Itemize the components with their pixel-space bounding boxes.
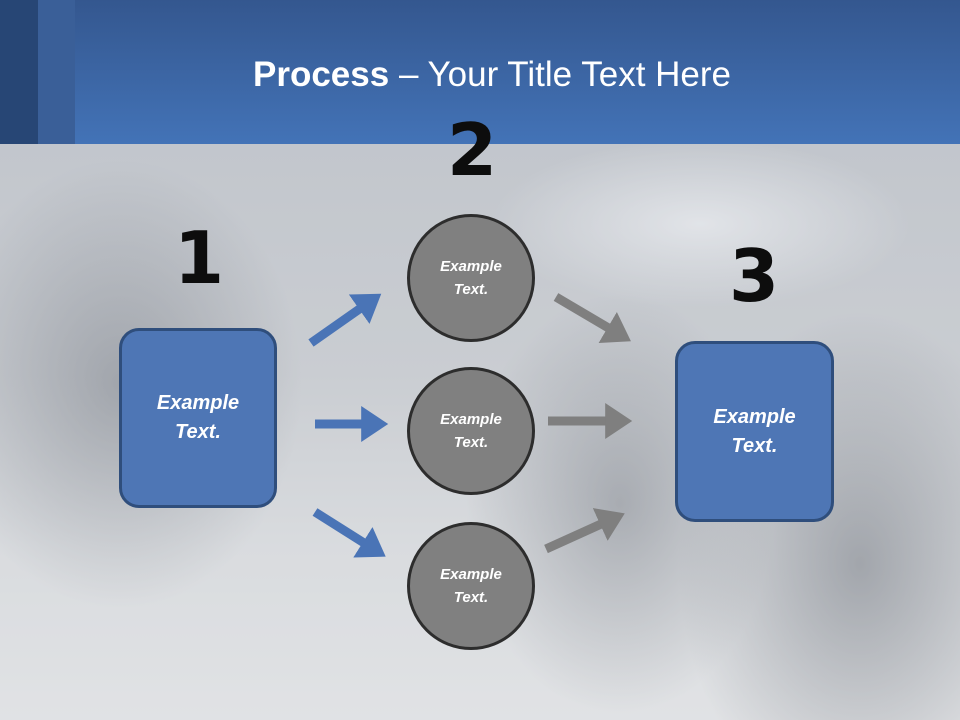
title-rest: – Your Title Text Here — [389, 55, 731, 94]
step-3-label: Example Text. — [713, 405, 796, 457]
slide-title: Process – Your Title Text Here — [0, 52, 960, 98]
step-2-circle-3-label: Example Text. — [440, 566, 502, 606]
banner-stripe-dark — [0, 0, 38, 144]
step-1-label: Example Text. — [156, 392, 240, 443]
title-bold: Process — [253, 55, 390, 94]
arrow-circle-3-to-3 — [544, 508, 625, 554]
arrow-1-to-circle-3 — [312, 508, 386, 558]
step-2-number: 2 — [446, 108, 498, 192]
step-2-circle-2[interactable]: Example Text. — [407, 367, 535, 495]
step-2-circle-2-label: Example Text. — [440, 411, 502, 451]
step-1-number: 1 — [173, 216, 225, 300]
banner-stripe-mid — [38, 0, 75, 144]
step-2-circle-3[interactable]: Example Text. — [407, 522, 535, 650]
step-3-box[interactable]: Example Text. — [675, 341, 834, 522]
step-3-number: 3 — [728, 234, 780, 318]
arrow-1-to-circle-1 — [308, 293, 382, 347]
title-banner: Process – Your Title Text Here — [0, 0, 960, 144]
step-1-box[interactable]: Example Text. — [119, 328, 277, 508]
arrow-circle-1-to-3 — [553, 293, 631, 344]
step-2-circle-1[interactable]: Example Text. — [407, 214, 535, 342]
step-2-circle-1-label: Example Text. — [440, 258, 502, 298]
